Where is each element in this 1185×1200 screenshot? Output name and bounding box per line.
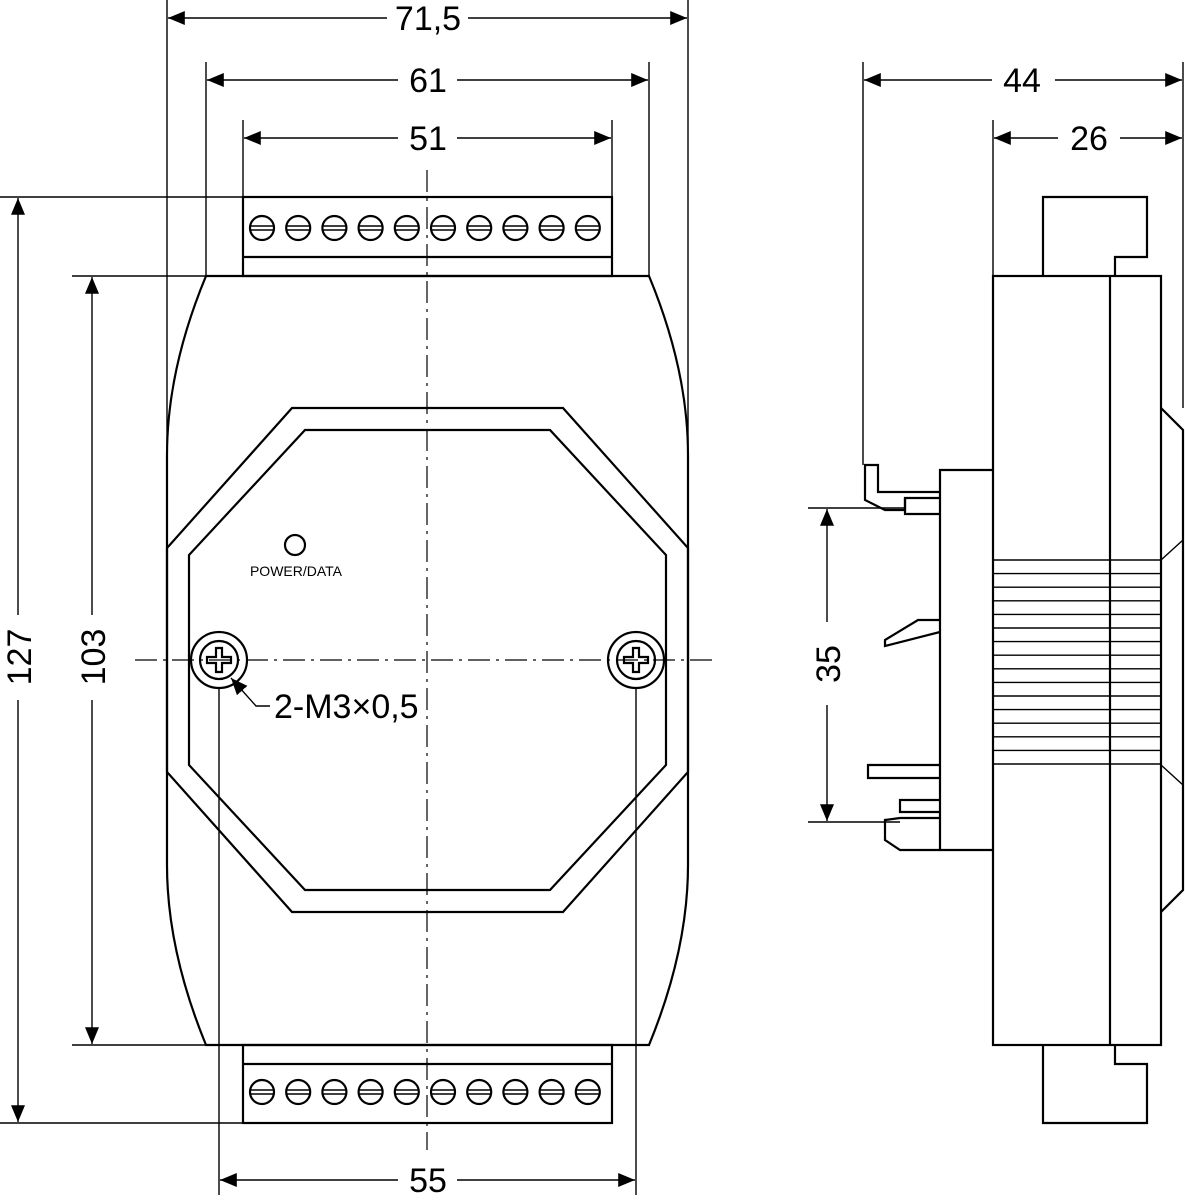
dim-overall-height: 127: [1, 629, 39, 686]
dim-mount-spacing: 55: [409, 1162, 447, 1200]
terminal-screw: [321, 1078, 348, 1106]
terminal-screw: [466, 1078, 493, 1106]
dim-body-height: 103: [75, 629, 113, 686]
terminal-screw: [321, 214, 348, 242]
terminal-screw: [574, 1078, 601, 1106]
terminal-screw: [574, 214, 601, 242]
dim-body-width: 61: [409, 62, 447, 100]
dim-depth-total: 44: [1003, 62, 1041, 100]
terminal-screw: [429, 1078, 457, 1106]
bottom-terminal-screws: [248, 1078, 601, 1106]
din-clip: [938, 468, 993, 852]
terminal-screw: [248, 1078, 276, 1106]
power-data-led: [283, 533, 307, 557]
dim-depth-body: 26: [1070, 120, 1108, 158]
terminal-screw: [285, 214, 312, 242]
terminal-screw: [285, 1078, 312, 1106]
terminal-screw: [357, 1078, 384, 1106]
top-terminal-screws: [248, 214, 601, 242]
panel-inner: [187, 428, 668, 892]
side-vents: [993, 559, 1161, 765]
terminal-screw: [357, 214, 384, 242]
screw-note: 2-M3×0,5: [274, 688, 419, 726]
dim-terminal-width: 51: [409, 120, 447, 158]
side-view: 44 26 35: [808, 62, 1185, 1125]
dim-din-rail: 35: [810, 645, 848, 683]
terminal-screw: [502, 1078, 529, 1106]
panel-outer: [165, 406, 690, 914]
terminal-screw: [429, 214, 457, 242]
side-top-terminal: [1041, 195, 1149, 276]
side-body: [991, 274, 1163, 1047]
terminal-screw: [538, 1078, 565, 1106]
led-label: POWER/DATA: [250, 563, 343, 579]
terminal-screw: [393, 1078, 420, 1106]
terminal-screw: [393, 214, 420, 242]
screw-leader: [230, 677, 270, 707]
housing-body: [165, 274, 690, 1047]
dim-overall-width: 71,5: [395, 0, 461, 38]
terminal-screw: [248, 214, 276, 242]
side-bottom-terminal: [1041, 1045, 1149, 1125]
terminal-screw: [466, 214, 493, 242]
side-front-bulge: [1160, 407, 1185, 913]
terminal-screw: [502, 214, 529, 242]
front-view: POWER/DATA 2-M3×0,5 71,5 61: [0, 0, 715, 1200]
terminal-screw: [538, 214, 565, 242]
